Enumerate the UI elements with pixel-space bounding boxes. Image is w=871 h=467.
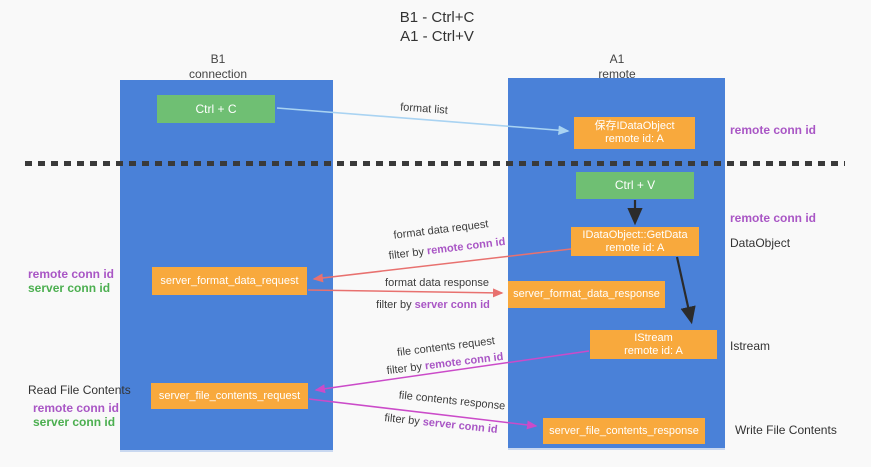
- node-getdata-line1: IDataObject::GetData: [582, 228, 688, 241]
- annotation-remote-conn-id-bottom-left: remote conn id: [33, 401, 120, 415]
- node-server-file-contents-response: server_file_contents_response: [543, 418, 705, 444]
- node-ctrl-c: Ctrl + C: [157, 95, 275, 123]
- remote-conn-id-text: remote conn id: [426, 235, 506, 258]
- node-ctrl-v: Ctrl + V: [576, 172, 694, 199]
- node-getdata-line2: remote id: A: [605, 241, 665, 254]
- annotation-remote-conn-id-mid-right: remote conn id: [730, 211, 817, 225]
- node-ctrl-c-label: Ctrl + C: [195, 101, 237, 116]
- annotation-server-conn-id-top-left: server conn id: [28, 281, 111, 295]
- annotation-server-conn-id-bottom-left: server conn id: [33, 415, 116, 429]
- edge-label-file-contents-response: file contents response: [398, 389, 506, 413]
- lifeline-a1-name: A1: [609, 52, 625, 66]
- filter-by-text: filter by: [376, 299, 412, 311]
- lifeline-a1-role: remote: [598, 67, 636, 81]
- lifeline-header-b1: B1 connection: [158, 52, 278, 82]
- phase-divider-dashed-line: [25, 161, 845, 166]
- annotation-dataobject: DataObject: [730, 236, 791, 250]
- annotation-istream: Istream: [730, 339, 771, 353]
- server-conn-id-text: server conn id: [422, 416, 499, 436]
- arrow-format-data-response: [307, 288, 504, 298]
- node-istream-line1: IStream: [634, 331, 673, 344]
- edge-label-format-data-response: format data response: [385, 277, 489, 289]
- annotation-write-file-contents: Write File Contents: [735, 423, 837, 437]
- node-format-response-label: server_format_data_response: [513, 288, 660, 300]
- server-conn-id-text: server conn id: [414, 299, 490, 311]
- title-line-1: B1 - Ctrl+C: [399, 9, 475, 26]
- title-line-2: A1 - Ctrl+V: [400, 28, 474, 45]
- node-server-format-data-request: server_format_data_request: [152, 267, 307, 295]
- node-save-idataobject-line1: 保存IDataObject: [594, 120, 675, 132]
- annotation-read-file-contents: Read File Contents: [28, 383, 131, 397]
- filter-by-text: filter by: [388, 245, 425, 263]
- annotation-remote-conn-id-top-right: remote conn id: [730, 123, 817, 137]
- node-save-idataobject: 保存IDataObject remote id: A: [574, 117, 695, 149]
- lifeline-b1-name: B1: [210, 52, 226, 66]
- node-server-file-contents-request: server_file_contents_request: [151, 383, 308, 409]
- edge-label-format-data-request: format data request: [392, 218, 490, 242]
- node-format-request-label: server_format_data_request: [160, 274, 299, 287]
- edge-label-file-response-filter: filter by server conn id: [384, 412, 498, 436]
- node-istream-line2: remote id: A: [624, 344, 683, 357]
- node-istream: IStream remote id: A: [590, 330, 717, 359]
- edge-label-format-response-filter: filter by server conn id: [376, 299, 490, 311]
- lifeline-b1-role: connection: [188, 67, 248, 81]
- node-file-response-label: server_file_contents_response: [549, 424, 699, 437]
- filter-by-text: filter by: [383, 412, 421, 428]
- node-ctrl-v-label: Ctrl + V: [614, 178, 656, 192]
- filter-by-text: filter by: [386, 360, 423, 378]
- edge-label-format-list: format list: [399, 101, 449, 117]
- node-save-idataobject-line2: remote id: A: [605, 133, 664, 145]
- diagram-title: B1 - Ctrl+C A1 - Ctrl+V: [287, 8, 587, 46]
- annotation-remote-conn-id-top-left: remote conn id: [28, 267, 115, 281]
- node-server-format-data-response: server_format_data_response: [508, 281, 665, 308]
- lifeline-header-a1: A1 remote: [557, 52, 677, 82]
- node-idataobject-getdata: IDataObject::GetData remote id: A: [571, 227, 699, 256]
- node-file-request-label: server_file_contents_request: [158, 389, 301, 402]
